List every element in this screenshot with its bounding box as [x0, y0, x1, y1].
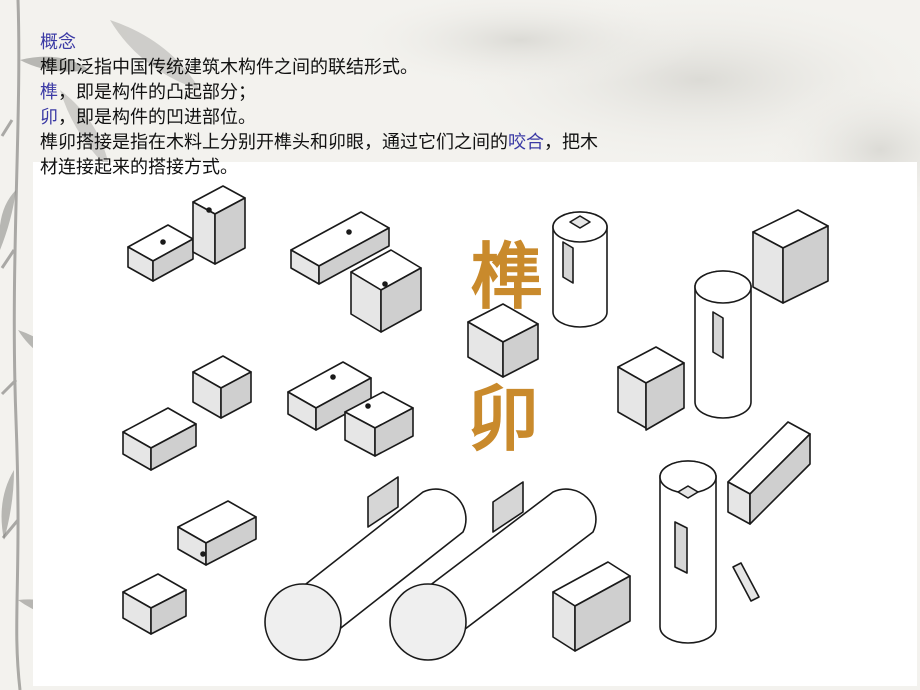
concept-text-block: 概念 榫卯泛指中国传统建筑木构件之间的联结形式。 榫，即是构件的凸起部分； 卯，… — [40, 30, 800, 180]
joinery-text-before: 榫卯搭接是指在木料上分别开榫头和卯眼，通过它们之间的 — [40, 132, 508, 153]
joinery-line: 榫卯搭接是指在木料上分别开榫头和卯眼，通过它们之间的咬合，把木 — [40, 130, 800, 155]
joinery-term: 咬合 — [508, 132, 544, 153]
sun-line: 榫，即是构件的凸起部分； — [40, 80, 800, 105]
mortise-cylinder-b — [617, 270, 752, 431]
round-tenon-b — [389, 481, 597, 661]
lap-joint-b — [290, 211, 422, 333]
sun-description: ，即是构件的凸起部分； — [58, 82, 256, 103]
joinery-illustration: 榫 卯 — [33, 162, 917, 686]
mao-line: 卯，即是构件的凹进部位。 — [40, 105, 800, 130]
cross-joint-a — [122, 355, 252, 471]
mao-description: ，即是构件的凹进部位。 — [58, 107, 256, 128]
sun-term: 榫 — [40, 82, 58, 103]
mao-term: 卯 — [40, 107, 58, 128]
small-joint — [122, 500, 257, 635]
joinery-drawing: 榫 卯 — [122, 185, 829, 661]
definition-line: 榫卯泛指中国传统建筑木构件之间的联结形式。 — [40, 57, 418, 78]
heading: 概念 — [40, 32, 76, 53]
round-tenon-a — [264, 476, 467, 661]
lap-joint-a — [127, 185, 246, 282]
tenon-block-b — [727, 421, 811, 525]
mortise-cylinder-a — [467, 211, 608, 378]
joinery-text-after: ，把木 — [544, 132, 598, 153]
mao-character: 卯 — [467, 376, 539, 461]
sun-character: 榫 — [471, 234, 543, 319]
mortise-cylinder-c — [552, 460, 760, 652]
cross-joint-b — [287, 361, 414, 457]
tenon-block-a — [752, 209, 829, 304]
joinery-line-2: 材连接起来的搭接方式。 — [40, 157, 238, 178]
